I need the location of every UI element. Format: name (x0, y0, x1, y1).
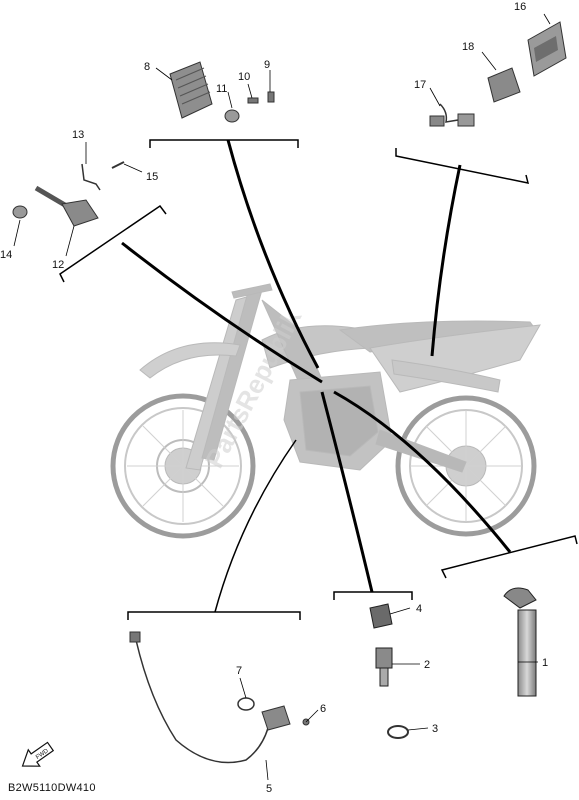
motorcycle-illustration (110, 283, 541, 539)
callout-4: 4 (416, 603, 422, 615)
callout-7: 7 (236, 665, 242, 677)
callout-17: 17 (414, 79, 426, 91)
callout-13: 13 (72, 129, 84, 141)
part-regulator (169, 61, 213, 119)
part-bolt-long (267, 91, 275, 103)
callout-14: 14 (0, 249, 12, 261)
callout-16: 16 (514, 1, 526, 13)
callout-6: 6 (320, 703, 326, 715)
callout-3: 3 (432, 723, 438, 735)
part-wire-harness (129, 631, 269, 764)
part-sensor-block (369, 603, 393, 629)
part-grommet (224, 109, 240, 123)
part-ignition-coil (34, 185, 99, 227)
callout-11: 11 (216, 83, 227, 95)
callout-5: 5 (266, 783, 272, 795)
callout-15: 15 (146, 171, 158, 183)
callout-18: 18 (462, 41, 474, 53)
part-ring (237, 697, 255, 711)
part-cap (12, 205, 28, 219)
callout-2: 2 (424, 659, 430, 671)
part-sensor-harness (429, 103, 475, 127)
part-ecu (527, 21, 567, 77)
part-bolt-15 (111, 161, 125, 169)
callout-ticks (13, 13, 551, 781)
callout-12: 12 (52, 259, 64, 271)
part-washer (387, 725, 409, 739)
callout-1: 1 (542, 657, 548, 669)
callout-labels: 1 2 3 4 5 6 7 8 9 10 11 12 13 14 15 16 1… (0, 1, 548, 795)
callout-8: 8 (144, 61, 150, 73)
part-bracket (81, 163, 101, 191)
part-relay (487, 67, 521, 103)
part-bolt-small (247, 97, 259, 104)
callout-10: 10 (238, 71, 250, 83)
callout-9: 9 (264, 59, 270, 71)
diagram-code: B2W5110DW410 (8, 782, 96, 794)
part-connector (261, 705, 310, 731)
leader-lines (59, 139, 578, 620)
part-temperature-sensor (375, 647, 393, 687)
front-arrow-icon: FWD (21, 741, 55, 767)
part-plug-cap (503, 587, 537, 697)
